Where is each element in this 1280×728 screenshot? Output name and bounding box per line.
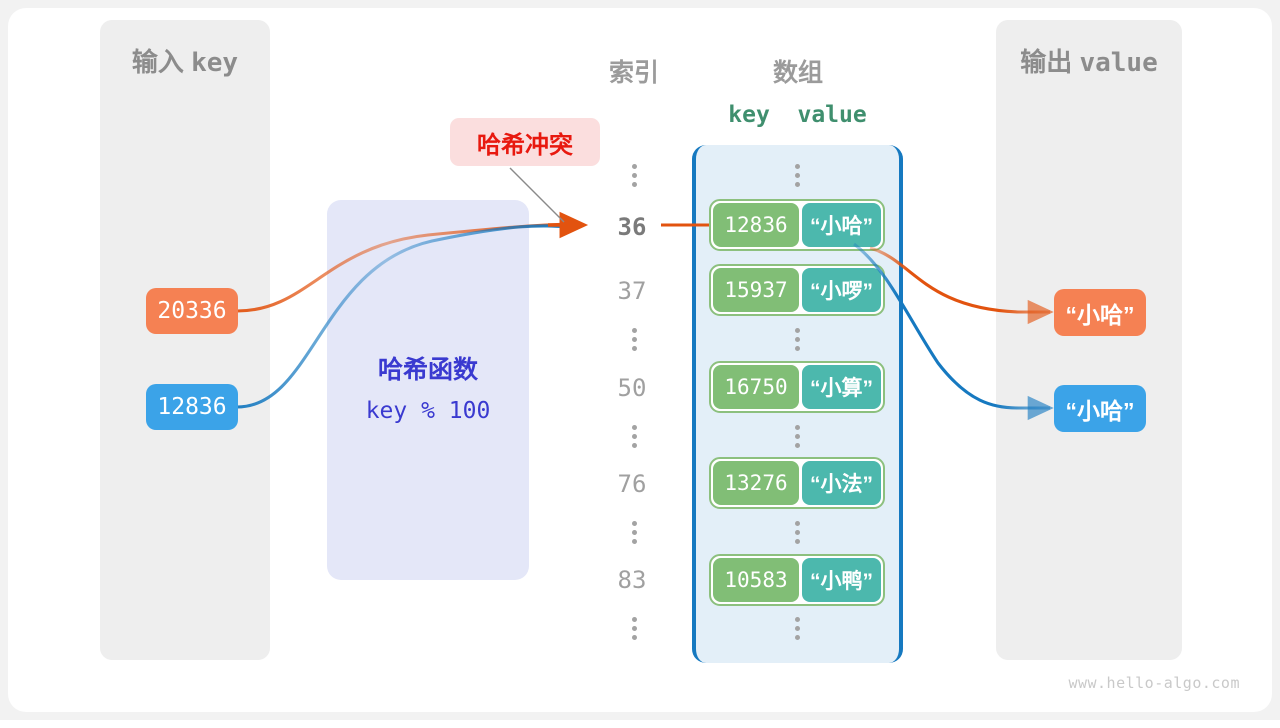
bucket-ellipsis (790, 164, 804, 187)
output-value-chip-orange[interactable]: “小哈” (1054, 289, 1146, 336)
index-ellipsis (627, 521, 641, 544)
bucket-key: 10583 (713, 558, 799, 602)
index-37: 37 (617, 277, 647, 305)
bucket-value: “小啰” (802, 268, 881, 312)
diagram-sheet: 输入 key 输出 value 索引 数组 key value 36 37 50… (8, 8, 1272, 712)
bucket-key: 13276 (713, 461, 799, 505)
bucket-cell[interactable]: 13276 “小法” (709, 457, 885, 509)
index-ellipsis (627, 425, 641, 448)
index-column-header: 索引 (608, 59, 659, 87)
bucket-cell[interactable]: 10583 “小鸭” (709, 554, 885, 606)
bucket-cell[interactable]: 12836 “小哈” (709, 199, 885, 251)
bucket-key: 16750 (713, 365, 799, 409)
bucket-key: 12836 (713, 203, 799, 247)
index-76: 76 (617, 470, 647, 498)
output-value-panel: 输出 value (996, 20, 1182, 660)
index-83: 83 (617, 566, 647, 594)
bucket-value: “小鸭” (802, 558, 881, 602)
watermark: www.hello-algo.com (1068, 674, 1240, 692)
bucket-cell[interactable]: 15937 “小啰” (709, 264, 885, 316)
bucket-value: “小算” (802, 365, 881, 409)
array-column-header: 数组 (772, 59, 823, 87)
bucket-cell[interactable]: 16750 “小算” (709, 361, 885, 413)
bucket-ellipsis (790, 425, 804, 448)
key-value-header: key value (728, 102, 867, 128)
index-50: 50 (617, 374, 647, 402)
output-value-panel-title: 输出 value (996, 42, 1182, 79)
bucket-value: “小哈” (802, 203, 881, 247)
input-key-chip-20336[interactable]: 20336 (146, 288, 238, 334)
index-36: 36 (617, 213, 647, 241)
input-key-panel-title: 输入 key (100, 42, 270, 79)
index-ellipsis (627, 617, 641, 640)
input-key-chip-12836[interactable]: 12836 (146, 384, 238, 430)
hash-function-box (327, 200, 529, 580)
output-value-panel-title-cn: 输出 (1020, 47, 1080, 77)
hash-function-title: 哈希函数 (377, 356, 478, 384)
hash-function-expression: key % 100 (365, 398, 491, 424)
hash-collision-label: 哈希冲突 (450, 118, 600, 166)
index-ellipsis (627, 164, 641, 187)
output-value-panel-title-mono: value (1079, 48, 1158, 78)
output-value-chip-blue[interactable]: “小哈” (1054, 385, 1146, 432)
bucket-value: “小法” (802, 461, 881, 505)
bucket-key: 15937 (713, 268, 799, 312)
index-ellipsis (627, 328, 641, 351)
input-key-panel-title-cn: 输入 (131, 47, 192, 77)
input-key-panel: 输入 key (100, 20, 270, 660)
input-key-panel-title-mono: key (191, 48, 239, 78)
bucket-ellipsis (790, 328, 804, 351)
bucket-ellipsis (790, 521, 804, 544)
bucket-ellipsis (790, 617, 804, 640)
